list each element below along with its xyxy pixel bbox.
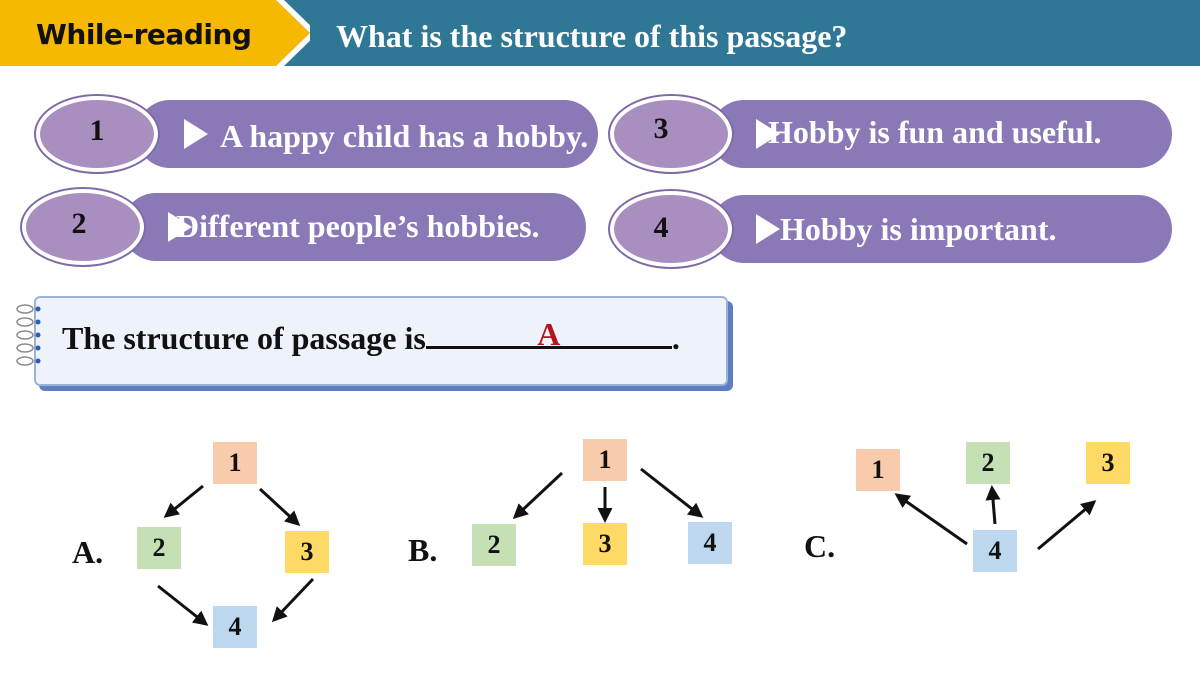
option-b-box-4: 4 — [688, 522, 732, 564]
spiral-binding-icon — [16, 304, 41, 366]
statement-pill-1: 1 A happy child has a hobby. — [36, 96, 598, 172]
arrow-c-4-3 — [1037, 500, 1097, 551]
option-c-box-4: 4 — [973, 530, 1017, 572]
option-c-box-1: 1 — [856, 449, 900, 491]
structure-sentence: The structure of passage is A. — [62, 316, 680, 357]
statement-pill-4: 4 Hobby is important. — [610, 191, 1172, 267]
answer-text: A — [537, 316, 561, 352]
statement-number: 1 — [89, 114, 105, 147]
option-a-box-4: 4 — [213, 606, 257, 648]
statement-number: 4 — [653, 211, 669, 244]
arrow-c-4-2 — [985, 485, 1001, 525]
statement-text: A happy child has a hobby. — [220, 118, 589, 154]
option-a-box-3: 3 — [285, 531, 329, 573]
option-a-label: A. — [72, 534, 104, 570]
statement-number: 3 — [653, 112, 669, 145]
option-a-box-1: 1 — [213, 442, 257, 484]
statement-number: 2 — [71, 207, 87, 240]
arrow-b-1-2 — [512, 471, 564, 520]
header-tag — [0, 0, 310, 66]
option-b-label: B. — [408, 532, 438, 568]
statement-pill-2: 2 Different people’s hobbies. — [22, 189, 586, 265]
arrow-a-2-4 — [157, 584, 209, 626]
sentence-suffix: . — [671, 320, 680, 356]
option-a-box-2: 2 — [137, 527, 181, 569]
page-title: What is the structure of this passage? — [336, 18, 848, 54]
arrow-b-1-4 — [640, 467, 704, 518]
answer-blank: A — [425, 316, 672, 352]
statement-pill-3: 3 Hobby is fun and useful. — [610, 96, 1172, 172]
option-c-box-3: 3 — [1086, 442, 1130, 484]
statement-text: Different people’s hobbies. — [176, 208, 540, 244]
option-c-label: C. — [804, 528, 836, 564]
statement-text: Hobby is fun and useful. — [768, 114, 1102, 150]
arrow-a-1-2 — [163, 484, 204, 518]
statement-text: Hobby is important. — [780, 211, 1057, 247]
option-b-box-1: 1 — [583, 439, 627, 481]
answer-note — [34, 296, 728, 386]
option-b-box-3: 3 — [583, 523, 627, 565]
section-label: While-reading — [36, 18, 252, 51]
arrow-a-3-4 — [271, 577, 315, 623]
option-c-box-2: 2 — [966, 442, 1010, 484]
sentence-prefix: The structure of passage is — [62, 320, 426, 356]
option-b-box-2: 2 — [472, 524, 516, 566]
arrow-a-1-3 — [258, 487, 301, 527]
arrow-c-4-1 — [894, 493, 968, 546]
